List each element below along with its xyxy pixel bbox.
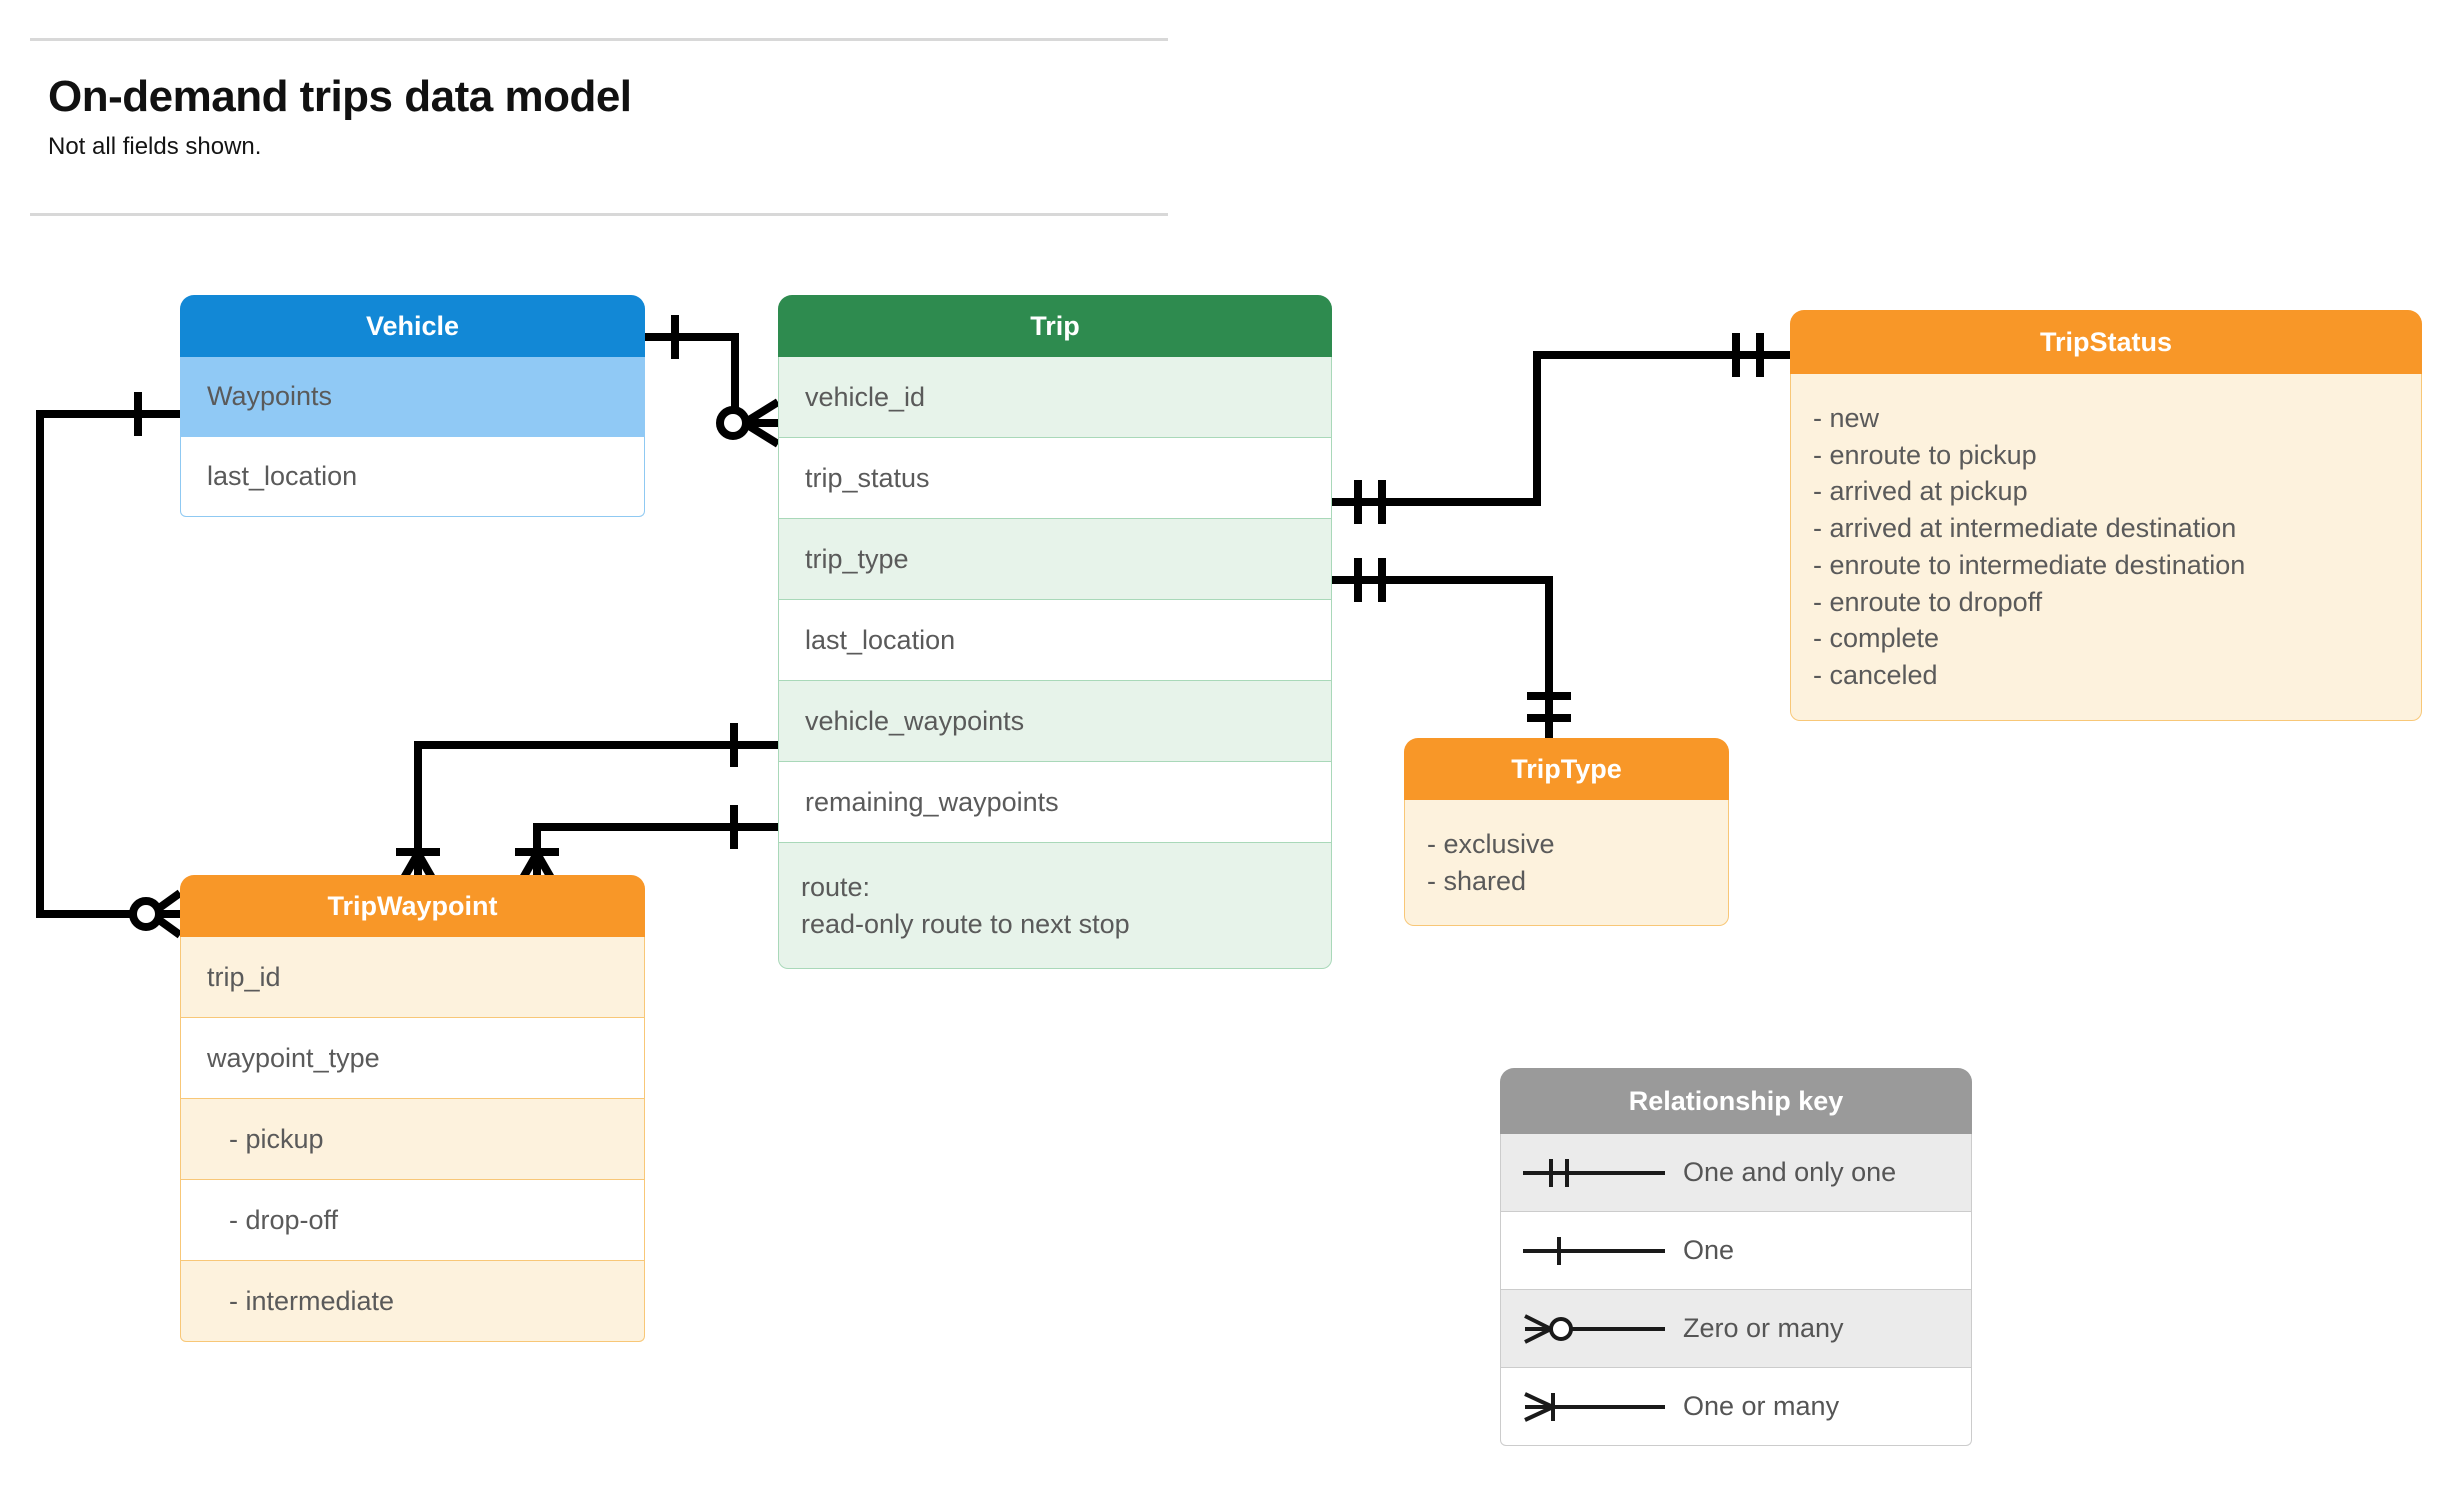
entity-trip-status-values: - new - enroute to pickup - arrived at p… xyxy=(1790,374,2422,721)
entity-trip-status-title: TripStatus xyxy=(1790,310,2422,374)
field-trip-last-location[interactable]: last_location xyxy=(778,600,1332,681)
field-vehicle-waypoints[interactable]: Waypoints xyxy=(180,357,645,437)
status-value: - enroute to dropoff xyxy=(1813,586,2043,617)
field-trip-vehicle-id[interactable]: vehicle_id xyxy=(778,357,1332,438)
status-value: - arrived at pickup xyxy=(1813,476,2028,507)
route-note-label: route: xyxy=(801,872,871,902)
status-value: - enroute to intermediate destination xyxy=(1813,549,2246,580)
field-trip-route-note: route: read-only route to next stop xyxy=(778,843,1332,970)
legend-item-one-and-only-one[interactable]: One and only one xyxy=(1500,1134,1972,1212)
zero-or-many-icon xyxy=(1524,1313,1665,1344)
page-subtitle: Not all fields shown. xyxy=(48,133,262,160)
field-trip-remaining-waypoints[interactable]: remaining_waypoints xyxy=(778,762,1332,843)
status-value: - canceled xyxy=(1813,660,1938,691)
entity-trip-status[interactable]: TripStatus - new - enroute to pickup - a… xyxy=(1790,310,2422,721)
connector-trip-status xyxy=(1328,333,1794,524)
type-value: - exclusive xyxy=(1427,829,1555,859)
entity-trip-type-values: - exclusive - shared xyxy=(1404,800,1729,927)
entity-trip-waypoint[interactable]: TripWaypoint trip_id waypoint_type - pic… xyxy=(180,875,645,1342)
status-value: - arrived at intermediate destination xyxy=(1813,513,2237,544)
field-waypoint-trip-id[interactable]: trip_id xyxy=(180,937,645,1018)
entity-trip-waypoint-title: TripWaypoint xyxy=(180,875,645,937)
entity-trip[interactable]: Trip vehicle_id trip_status trip_type la… xyxy=(778,295,1332,970)
status-value: - complete xyxy=(1813,623,1940,654)
legend-label: One xyxy=(1683,1235,1735,1265)
entity-trip-type-title: TripType xyxy=(1404,738,1729,800)
connector-vehicle-waypoints-field xyxy=(393,723,782,892)
legend-label: One and only one xyxy=(1683,1157,1897,1187)
entity-trip-type[interactable]: TripType - exclusive - shared xyxy=(1404,738,1729,927)
entity-vehicle[interactable]: Vehicle Waypoints last_location xyxy=(180,295,645,517)
legend-label: One or many xyxy=(1683,1391,1840,1421)
header-divider-top xyxy=(30,38,1168,41)
status-value: - new xyxy=(1813,403,1880,433)
field-trip-vehicle-waypoints[interactable]: vehicle_waypoints xyxy=(778,681,1332,762)
one-or-many-icon xyxy=(1524,1391,1665,1422)
legend-title: Relationship key xyxy=(1500,1068,1972,1134)
one-icon xyxy=(1523,1236,1665,1265)
legend-item-one-or-many[interactable]: One or many xyxy=(1500,1368,1972,1446)
connector-trip-type xyxy=(1328,558,1571,742)
connector-vehicle-waypoints-to-tripwaypoint xyxy=(36,392,184,939)
field-vehicle-last-location[interactable]: last_location xyxy=(180,437,645,517)
status-value: - enroute to pickup xyxy=(1813,439,2037,470)
entity-vehicle-title: Vehicle xyxy=(180,295,645,357)
legend-item-zero-or-many[interactable]: Zero or many xyxy=(1500,1290,1972,1368)
route-note-text: read-only route to next stop xyxy=(801,908,1130,939)
field-waypoint-type[interactable]: waypoint_type xyxy=(180,1018,645,1099)
type-value: - shared xyxy=(1427,865,1527,896)
page-title: On-demand trips data model xyxy=(48,72,632,121)
entity-trip-title: Trip xyxy=(778,295,1332,357)
legend-relationship-key[interactable]: Relationship key One and only one One Ze xyxy=(1500,1068,1972,1446)
field-waypoint-type-dropoff[interactable]: - drop-off xyxy=(180,1180,645,1261)
field-trip-trip-status[interactable]: trip_status xyxy=(778,438,1332,519)
field-waypoint-type-intermediate[interactable]: - intermediate xyxy=(180,1261,645,1342)
legend-label: Zero or many xyxy=(1683,1313,1844,1343)
one-and-only-one-icon xyxy=(1523,1158,1665,1187)
connector-vehicle-to-trip xyxy=(641,315,782,448)
header-divider-bottom xyxy=(30,213,1168,216)
field-trip-trip-type[interactable]: trip_type xyxy=(778,519,1332,600)
legend-item-one[interactable]: One xyxy=(1500,1212,1972,1290)
field-waypoint-type-pickup[interactable]: - pickup xyxy=(180,1099,645,1180)
